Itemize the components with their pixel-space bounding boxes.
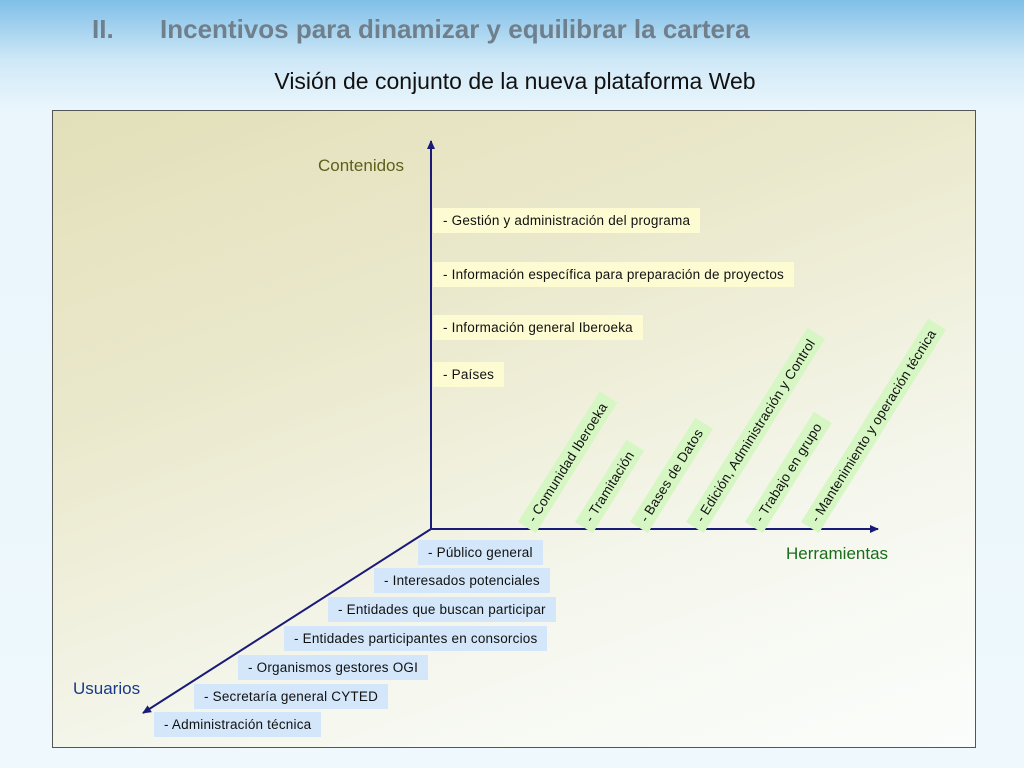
- title-text: Incentivos para dinamizar y equilibrar l…: [160, 14, 750, 44]
- usuarios-axis: [142, 528, 432, 714]
- contenidos-item: - Gestión y administración del programa: [433, 208, 701, 233]
- usuarios-item: - Secretaría general CYTED: [194, 684, 389, 709]
- slide-title: II. Incentivos para dinamizar y equilibra…: [92, 14, 750, 45]
- usuarios-item: - Entidades que buscan participar: [328, 597, 556, 622]
- contenidos-item: - Información específica para preparació…: [433, 262, 794, 287]
- slide-subtitle: Visión de conjunto de la nueva plataform…: [274, 68, 756, 94]
- usuarios-item: - Público general: [418, 540, 543, 565]
- contenidos-axis-label: Contenidos: [318, 156, 405, 175]
- herramientas-axis-label: Herramientas: [786, 544, 889, 563]
- usuarios-item: - Administración técnica: [154, 712, 322, 737]
- section-number: II.: [92, 14, 114, 44]
- contenidos-item: - Países: [433, 362, 505, 387]
- contenidos-item: - Información general Iberoeka: [433, 315, 643, 340]
- usuarios-item: - Entidades participantes en consorcios: [284, 626, 548, 651]
- usuarios-item: - Organismos gestores OGI: [238, 655, 429, 680]
- usuarios-axis-label: Usuarios: [73, 679, 141, 698]
- usuarios-item: - Interesados potenciales: [374, 568, 550, 593]
